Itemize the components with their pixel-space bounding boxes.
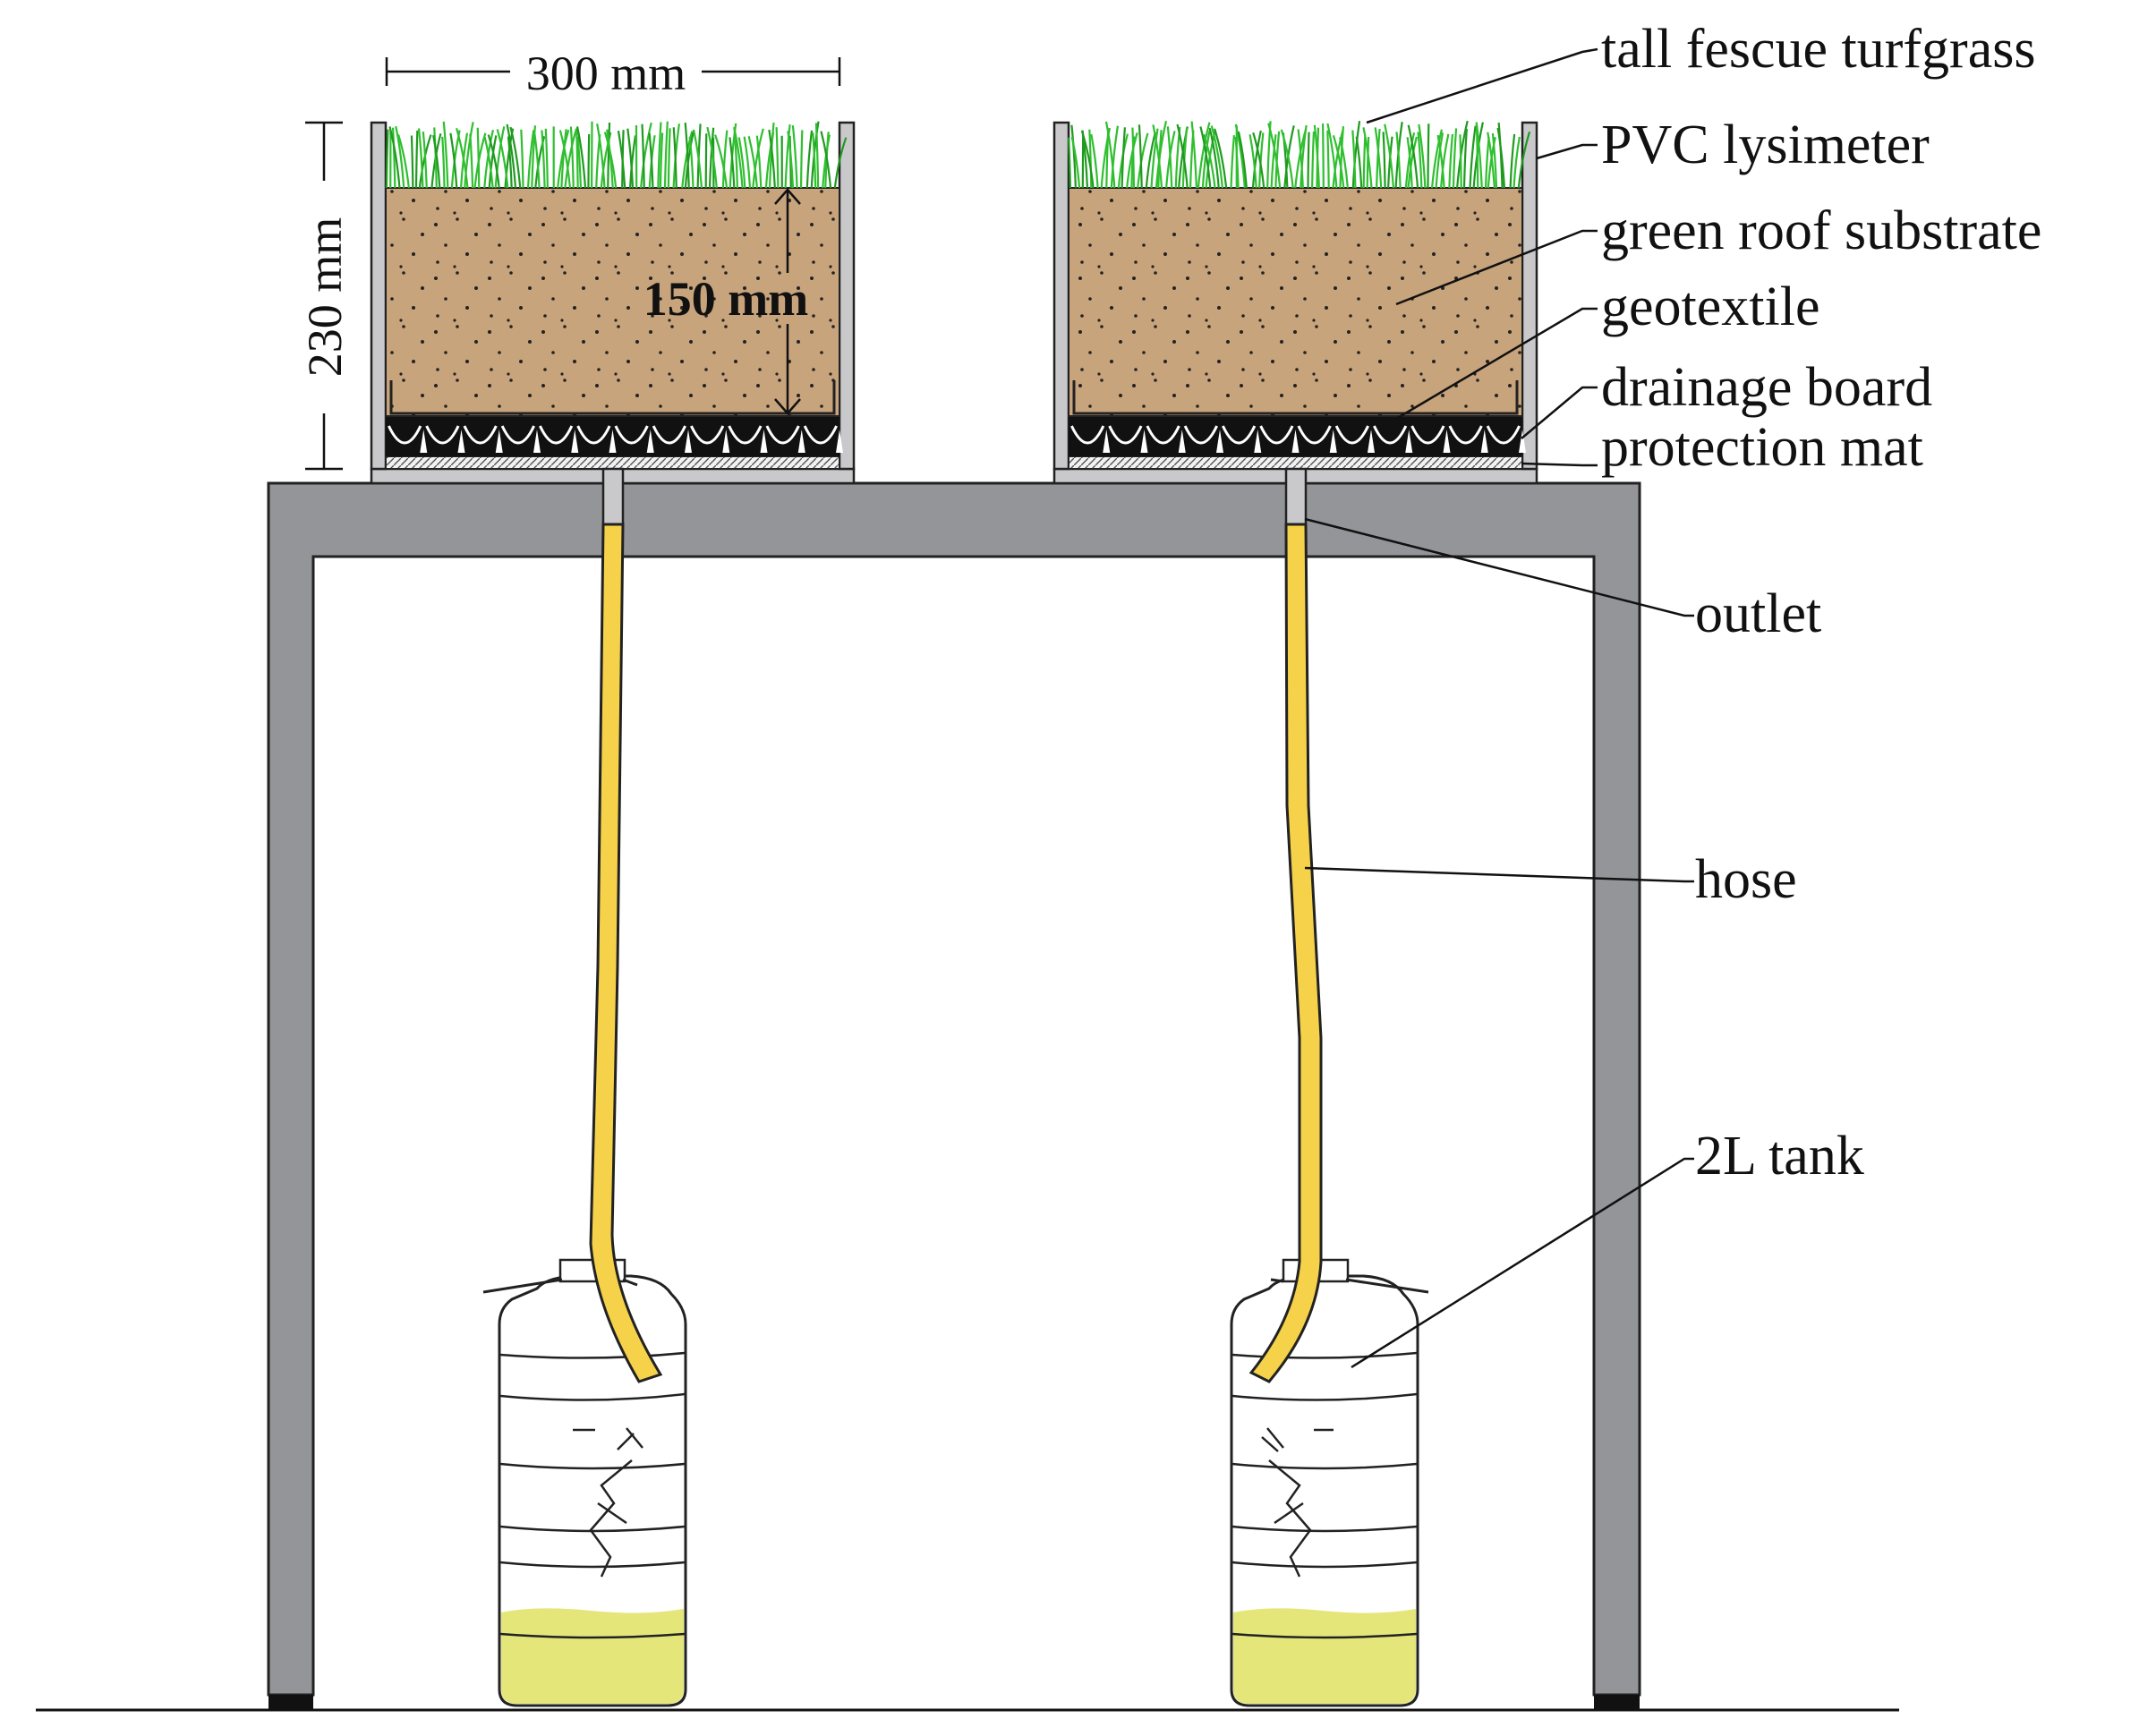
- label-geotextile: geotextile: [1601, 276, 1819, 337]
- lysimeter-wall-right: [838, 121, 856, 471]
- label-outlet: outlet: [1695, 583, 1821, 644]
- turfgrass: [385, 121, 848, 189]
- hose-left: [589, 523, 663, 1383]
- table-foot-right: [1594, 1695, 1640, 1710]
- table-foot-left: [268, 1695, 313, 1710]
- width-label: 300 mm: [526, 47, 686, 100]
- outlet-right: [1284, 467, 1308, 526]
- table-frame: [267, 481, 1641, 1697]
- drainage-board: [386, 417, 843, 456]
- substrate-depth-label: 150 mm: [643, 272, 808, 326]
- label-drainage: drainage board: [1601, 357, 1932, 418]
- label-protection: protection mat: [1601, 417, 1923, 478]
- substrate-texture: [386, 188, 839, 416]
- lysimeter-wall-left: [370, 121, 388, 471]
- tank-right: [1230, 1258, 1429, 1707]
- height-dimension: 230 mm: [298, 121, 352, 471]
- tank-ridges: [1231, 1351, 1418, 1639]
- lysimeter-wall-right: [1521, 121, 1538, 471]
- tank-crease-marks: [573, 1427, 643, 1578]
- turfgrass: [1067, 120, 1531, 189]
- lysimeter-wall-left: [1052, 121, 1070, 471]
- protection-mat: [385, 455, 840, 470]
- geotextile: [389, 380, 836, 415]
- label-grass: tall fescue turfgrass: [1601, 19, 2035, 80]
- geotextile: [1072, 380, 1519, 415]
- outlet-left: [601, 467, 625, 526]
- label-substrate: green roof substrate: [1601, 200, 2041, 261]
- drainage-board: [1069, 417, 1526, 456]
- tank-crease-marks: [1261, 1427, 1334, 1578]
- callout-leaders: [1304, 47, 1694, 1369]
- lysimeter-right: [1052, 120, 1538, 485]
- tank-water: [1233, 1608, 1416, 1704]
- tank-cap-strap: [1270, 1278, 1429, 1294]
- substrate-texture: [1069, 188, 1522, 416]
- tank-cap-strap: [482, 1278, 638, 1294]
- tank-water: [501, 1608, 684, 1704]
- tank-body: [1230, 1274, 1419, 1707]
- label-tank: 2L tank: [1695, 1126, 1864, 1187]
- hose-right: [1248, 523, 1323, 1383]
- substrate-depth-dimension: 150 mm: [643, 188, 808, 415]
- label-hose: hose: [1695, 849, 1797, 910]
- width-dimension: 300 mm: [385, 47, 841, 100]
- label-lysimeter: PVC lysimeter: [1601, 115, 1930, 175]
- tank-left: [482, 1258, 687, 1707]
- lysimeter-left: [370, 121, 856, 485]
- protection-mat: [1068, 455, 1523, 470]
- height-label: 230 mm: [298, 217, 352, 378]
